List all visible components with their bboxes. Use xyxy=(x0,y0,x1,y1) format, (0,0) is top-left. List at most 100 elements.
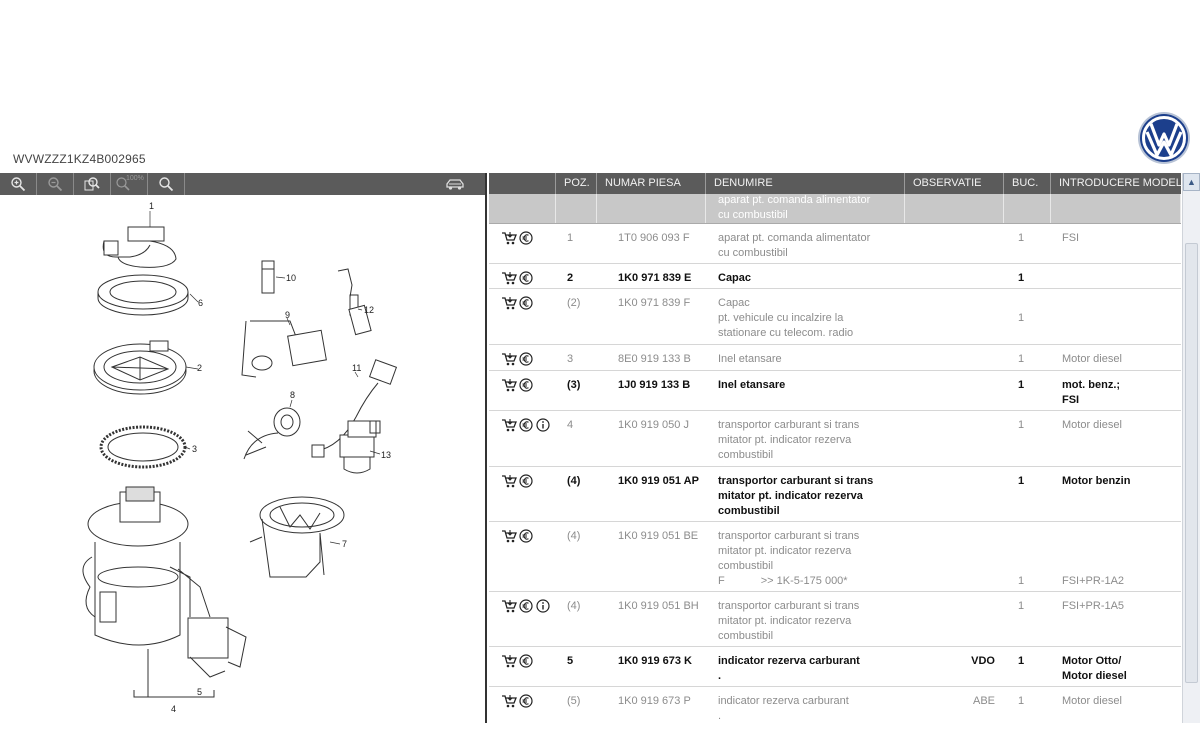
description-line: mitator pt. indicator rezerva xyxy=(718,434,852,446)
cart-icon[interactable] xyxy=(501,474,517,488)
euro-icon[interactable] xyxy=(518,418,534,432)
part-number[interactable]: 1J0 919 133 B xyxy=(618,379,691,391)
quantity-cell: 1 xyxy=(1004,592,1051,646)
col-description[interactable]: DENUMIRE xyxy=(706,173,905,194)
euro-icon[interactable] xyxy=(518,654,534,668)
cart-icon[interactable] xyxy=(501,352,517,366)
callout-2: 2 xyxy=(197,363,202,373)
scroll-up-button[interactable]: ▲ xyxy=(1183,173,1200,191)
fuel-pump-exploded-diagram[interactable]: 1 2 3 4 5 6 7 8 9 10 11 12 13 xyxy=(0,197,485,723)
part-number[interactable]: 1K0 919 673 P xyxy=(618,695,691,707)
euro-icon[interactable] xyxy=(518,296,534,310)
scrollbar-thumb[interactable] xyxy=(1185,243,1198,683)
cart-icon[interactable] xyxy=(501,296,517,310)
table-scrollbar[interactable]: ▲ xyxy=(1182,173,1200,723)
callout-13: 13 xyxy=(381,450,391,460)
part-number[interactable]: 1T0 906 093 F xyxy=(618,232,690,244)
model-intro-line: FSI xyxy=(1062,394,1080,406)
euro-icon[interactable] xyxy=(518,474,534,488)
cart-icon[interactable] xyxy=(501,231,517,245)
position: (4) xyxy=(567,475,581,487)
cart-icon[interactable] xyxy=(501,418,517,432)
part-13-valve xyxy=(339,434,375,458)
description-line: pt. vehicule cu incalzire la xyxy=(718,312,844,324)
euro-icon[interactable] xyxy=(518,378,534,392)
search-button[interactable] xyxy=(148,173,185,195)
cart-icon[interactable] xyxy=(501,529,517,543)
model-intro-line: Motor Otto/ xyxy=(1062,655,1122,667)
description-line: stationare cu telecom. radio xyxy=(718,327,854,339)
description-line: transportor carburant si trans xyxy=(718,475,874,487)
col-poz[interactable]: POZ. xyxy=(556,173,597,194)
table-row[interactable]: (5) 1K0 919 673 P indicator rezerva carbur… xyxy=(489,687,1181,723)
quantity: 1 xyxy=(1018,655,1025,667)
model-intro: Motor benzin xyxy=(1051,467,1181,521)
cart-icon[interactable] xyxy=(501,694,517,708)
zoom-fit-button[interactable] xyxy=(74,173,111,195)
info-icon[interactable] xyxy=(535,599,551,613)
zoom-in-button[interactable] xyxy=(0,173,37,195)
cart-icon[interactable] xyxy=(501,599,517,613)
quantity-cell: 1 xyxy=(1004,371,1051,410)
part-number[interactable]: 1K0 919 051 BE xyxy=(618,530,699,542)
remarks xyxy=(905,467,1004,521)
position: 5 xyxy=(567,655,574,667)
cart-icon[interactable] xyxy=(501,378,517,392)
row-actions xyxy=(489,371,556,410)
euro-icon[interactable] xyxy=(518,352,534,366)
euro-icon[interactable] xyxy=(518,231,534,245)
part-number[interactable]: 1K0 919 673 K xyxy=(618,655,692,667)
diagram-toolbar: 100% xyxy=(0,173,485,195)
car-icon[interactable] xyxy=(445,176,465,192)
position: (5) xyxy=(567,695,581,707)
model-intro: FSI+PR-1A2 xyxy=(1051,522,1181,591)
zoom-out-button[interactable] xyxy=(37,173,74,195)
euro-icon[interactable] xyxy=(518,271,534,285)
col-model-intro[interactable]: INTRODUCERE MODEL xyxy=(1059,177,1182,189)
model-intro: FSI+PR-1A5 xyxy=(1051,592,1181,646)
description-line: transportor carburant si trans xyxy=(718,419,860,431)
row-actions xyxy=(489,647,556,686)
position: 3 xyxy=(567,353,574,365)
quantity-cell: 1 xyxy=(1004,224,1051,263)
description-line: . xyxy=(718,670,722,682)
zoom-100-button[interactable]: 100% xyxy=(111,173,148,195)
part-number[interactable]: 1K0 971 839 F xyxy=(618,297,691,309)
col-remarks[interactable]: OBSERVATIE xyxy=(905,173,1004,194)
euro-icon[interactable] xyxy=(518,599,534,613)
description: indicator rezerva carburant. xyxy=(706,687,905,723)
model-intro: mot. benz.;FSI xyxy=(1051,371,1181,410)
remarks xyxy=(905,522,1004,591)
col-actions xyxy=(489,173,556,194)
part-number[interactable]: 8E0 919 133 B xyxy=(618,353,691,365)
model-intro: Motor diesel xyxy=(1051,411,1181,466)
table-row[interactable]: (4) 1K0 919 051 AP transportor carburant s… xyxy=(489,467,1181,522)
col-part-number[interactable]: NUMAR PIESA xyxy=(597,173,706,194)
cart-icon[interactable] xyxy=(501,654,517,668)
callout-5: 5 xyxy=(197,687,202,697)
part-number[interactable]: 1K0 971 839 E xyxy=(618,272,692,284)
part-number[interactable]: 1K0 919 050 J xyxy=(618,419,689,431)
euro-icon[interactable] xyxy=(518,694,534,708)
info-icon[interactable] xyxy=(535,418,551,432)
quantity-cell: 1 xyxy=(1004,522,1051,591)
remarks xyxy=(905,264,1004,288)
cart-icon[interactable] xyxy=(501,271,517,285)
model-intro: Motor diesel xyxy=(1051,345,1181,370)
quantity: 1 xyxy=(1018,600,1025,612)
description-line: cu combustibil xyxy=(718,247,788,259)
part-number[interactable]: 1K0 919 051 AP xyxy=(618,475,699,487)
part-12 xyxy=(337,268,353,298)
part-number[interactable]: 1K0 919 051 BH xyxy=(618,600,699,612)
col-quantity[interactable]: BUC. xyxy=(1004,173,1051,194)
euro-icon[interactable] xyxy=(518,529,534,543)
